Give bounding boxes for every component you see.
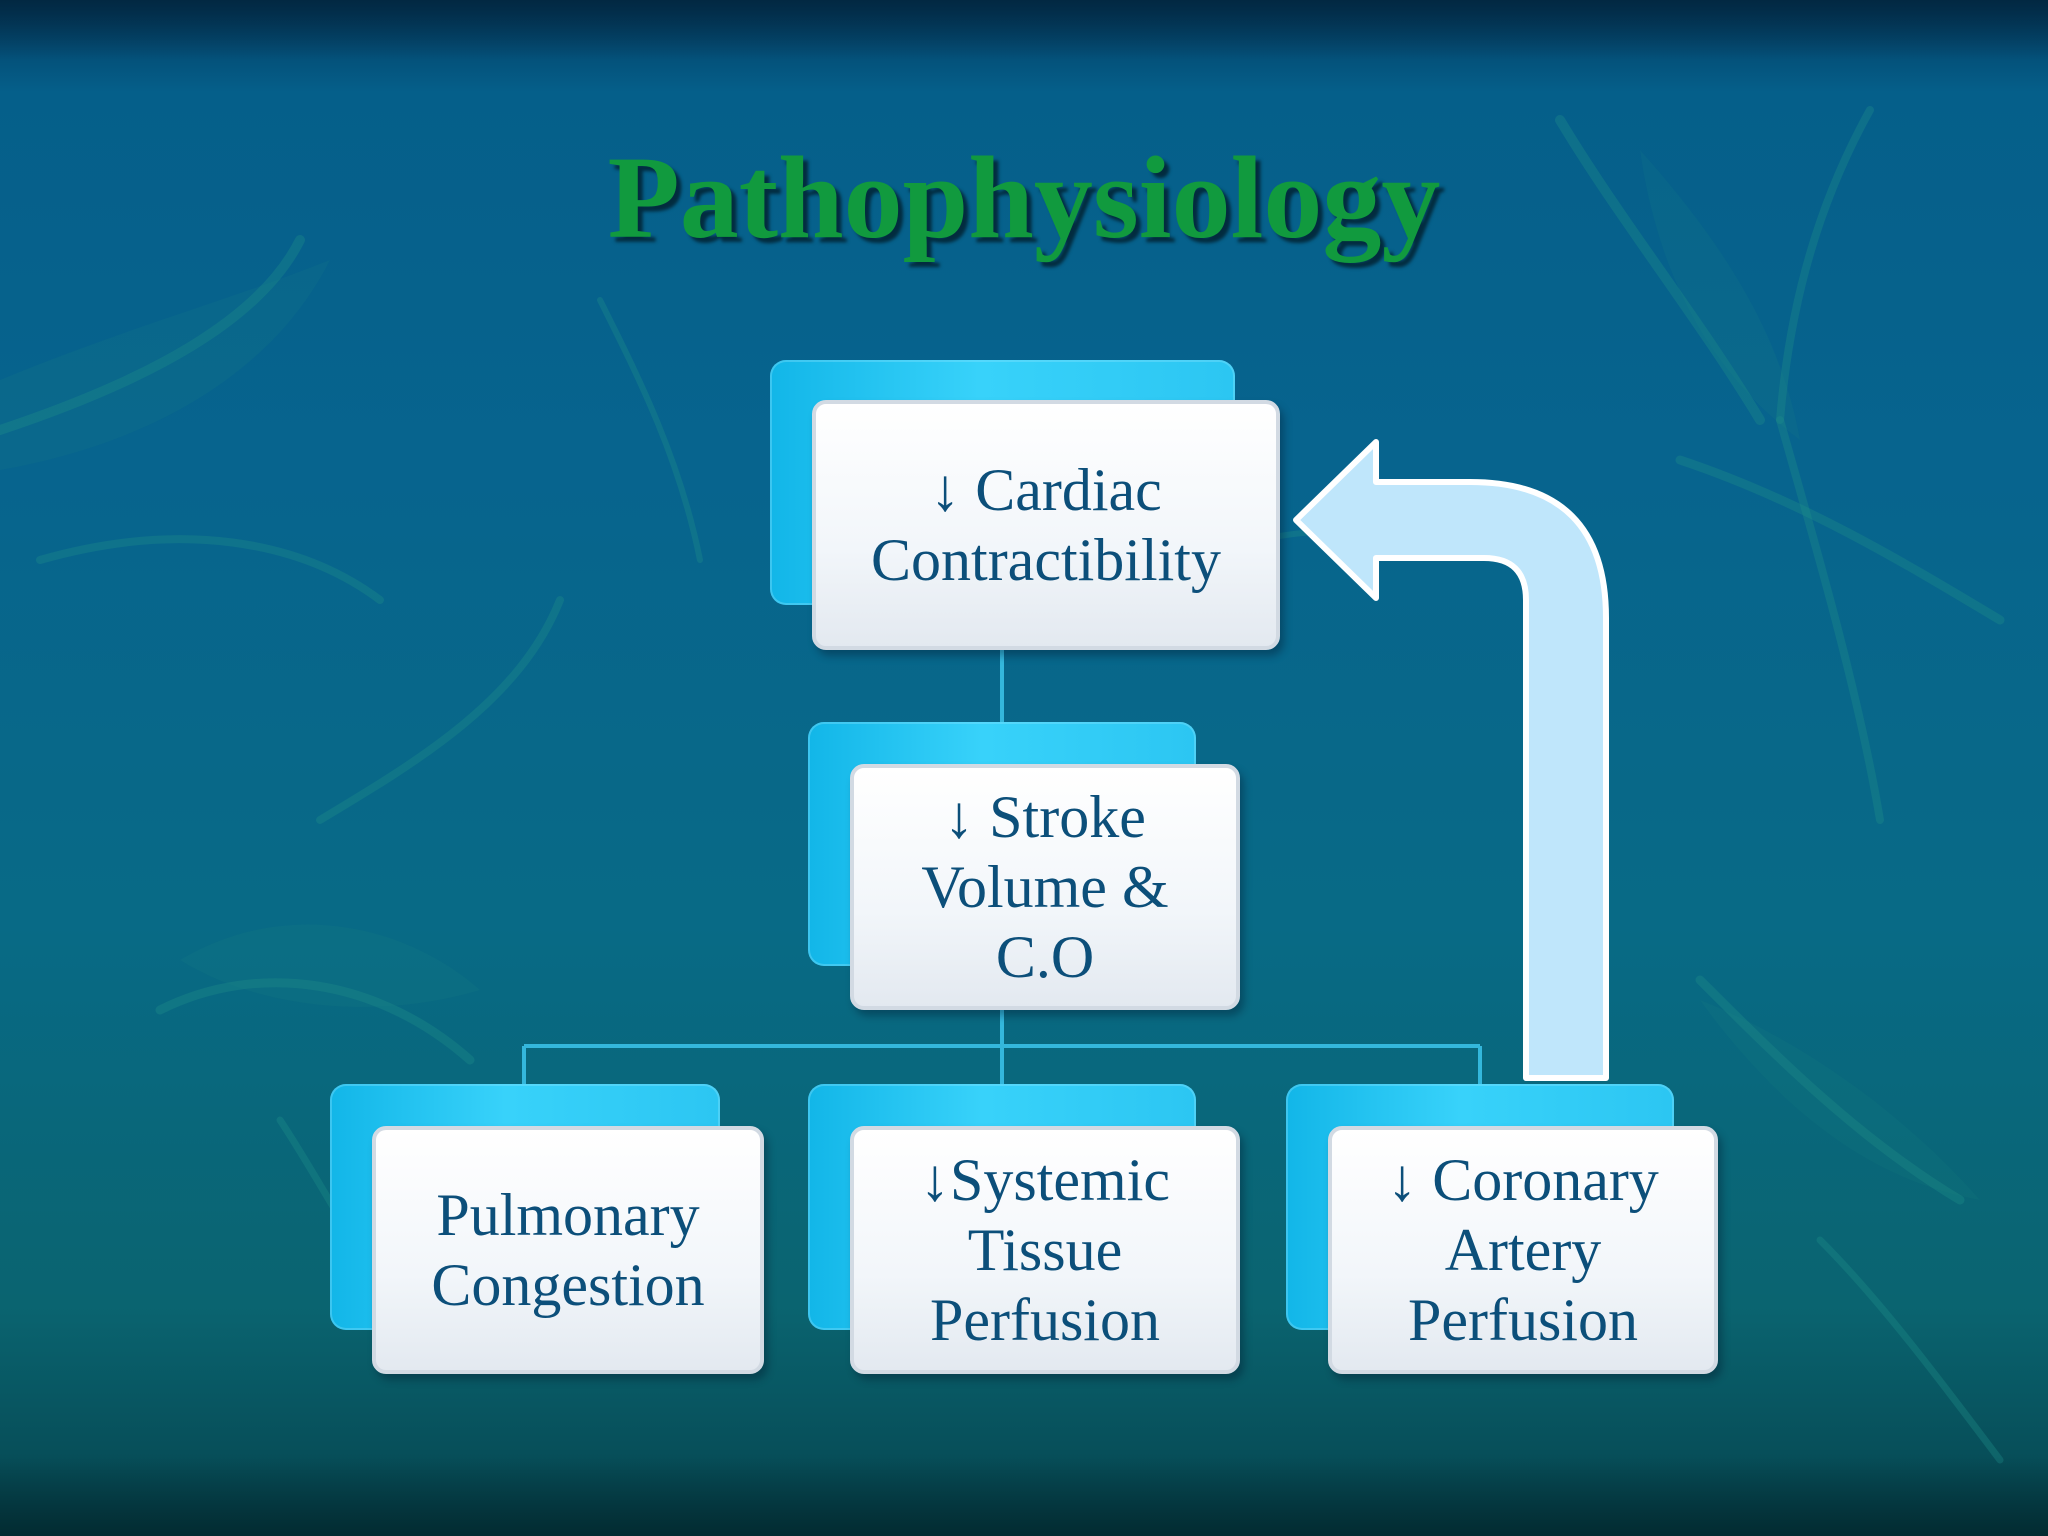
feedback-arrow xyxy=(1293,439,1609,1081)
node-cardiac-contractibility: ↓ Cardiac Contractibility xyxy=(770,360,1280,650)
node-label-coronary: ↓ Coronary Artery Perfusion xyxy=(1387,1147,1659,1353)
top-shade xyxy=(0,0,2048,60)
node-label-stroke: ↓ Stroke Volume & C.O xyxy=(921,784,1169,990)
bottom-shade xyxy=(0,1456,2048,1536)
node-pulmonary-congestion: Pulmonary Congestion xyxy=(330,1084,764,1374)
node-label-systemic: ↓Systemic Tissue Perfusion xyxy=(920,1147,1170,1353)
node-systemic-tissue-perfusion: ↓Systemic Tissue Perfusion xyxy=(808,1084,1240,1374)
node-card: ↓ Cardiac Contractibility xyxy=(812,400,1280,650)
node-stroke-volume: ↓ Stroke Volume & C.O xyxy=(808,722,1240,1010)
node-label-cardiac: ↓ Cardiac Contractibility xyxy=(871,457,1221,593)
node-card: ↓ Coronary Artery Perfusion xyxy=(1328,1126,1718,1374)
node-card: Pulmonary Congestion xyxy=(372,1126,764,1374)
node-label-pulmonary: Pulmonary Congestion xyxy=(431,1182,705,1318)
node-card: ↓ Stroke Volume & C.O xyxy=(850,764,1240,1010)
slide-title: Pathophysiology xyxy=(607,132,1441,263)
node-card: ↓Systemic Tissue Perfusion xyxy=(850,1126,1240,1374)
node-coronary-artery-perfusion: ↓ Coronary Artery Perfusion xyxy=(1286,1084,1718,1374)
